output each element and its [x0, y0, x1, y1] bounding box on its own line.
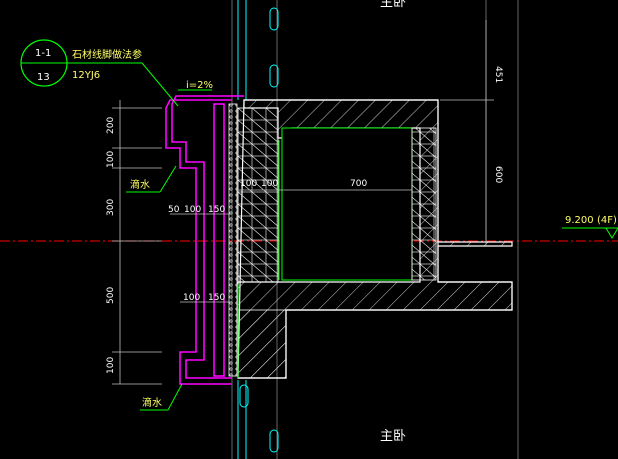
- dim-beam-3: 700: [350, 179, 367, 189]
- dim-right-1: 451: [493, 66, 503, 83]
- level-marker: 9.200 (4F): [562, 215, 618, 239]
- window-frames: [237, 0, 279, 459]
- dim-left-5: 100: [106, 357, 116, 374]
- dim-left-1: 200: [106, 117, 116, 134]
- callout-ref: 12YJ6: [72, 70, 100, 81]
- concrete-structure: [228, 99, 513, 379]
- slope-text: i=2%: [186, 80, 213, 91]
- dimension-beam: 100 100 700: [238, 179, 412, 191]
- drip-label-2: 滴水: [142, 396, 162, 409]
- level-value: 9.200: [565, 215, 594, 226]
- dim-beam-1: 100: [240, 179, 257, 189]
- dim-left-4: 500: [106, 287, 116, 304]
- dimension-mid-lower: 100 150: [180, 293, 232, 303]
- green-outlines: [237, 140, 280, 378]
- dim-right-2: 600: [493, 166, 503, 183]
- dim-mid-upper-1: 50: [168, 205, 180, 215]
- dimension-right: 451 600: [440, 20, 503, 242]
- dim-mid-upper-2: 100: [184, 205, 201, 215]
- dimension-left: [112, 100, 162, 385]
- dim-left-3: 300: [106, 199, 116, 216]
- slope-label: i=2%: [178, 80, 213, 91]
- callout-bottom: 13: [37, 72, 50, 83]
- level-floor: (4F): [597, 215, 617, 226]
- dim-left-2: 100: [106, 151, 116, 168]
- drip-label-1: 滴水: [130, 178, 150, 191]
- dim-mid-lower-1: 100: [183, 293, 200, 303]
- callout-top: 1-1: [35, 48, 51, 59]
- room-label-bottom: 主卧: [380, 429, 406, 444]
- dim-mid-lower-2: 150: [208, 293, 225, 303]
- dimension-mid-upper: 50 100 150: [168, 205, 232, 215]
- room-label-top: 主卧: [380, 0, 406, 10]
- dim-beam-2: 100: [261, 179, 278, 189]
- dim-mid-upper-3: 150: [208, 205, 225, 215]
- dimension-left-labels: 200 100 300 500 100: [106, 117, 116, 374]
- drip-labels: 滴水 滴水: [126, 165, 183, 411]
- stone-moulding-profile: [165, 95, 244, 385]
- callout-title: 石材线脚做法参: [72, 48, 142, 61]
- detail-callout: 1-1 13 石材线脚做法参 12YJ6: [20, 39, 179, 107]
